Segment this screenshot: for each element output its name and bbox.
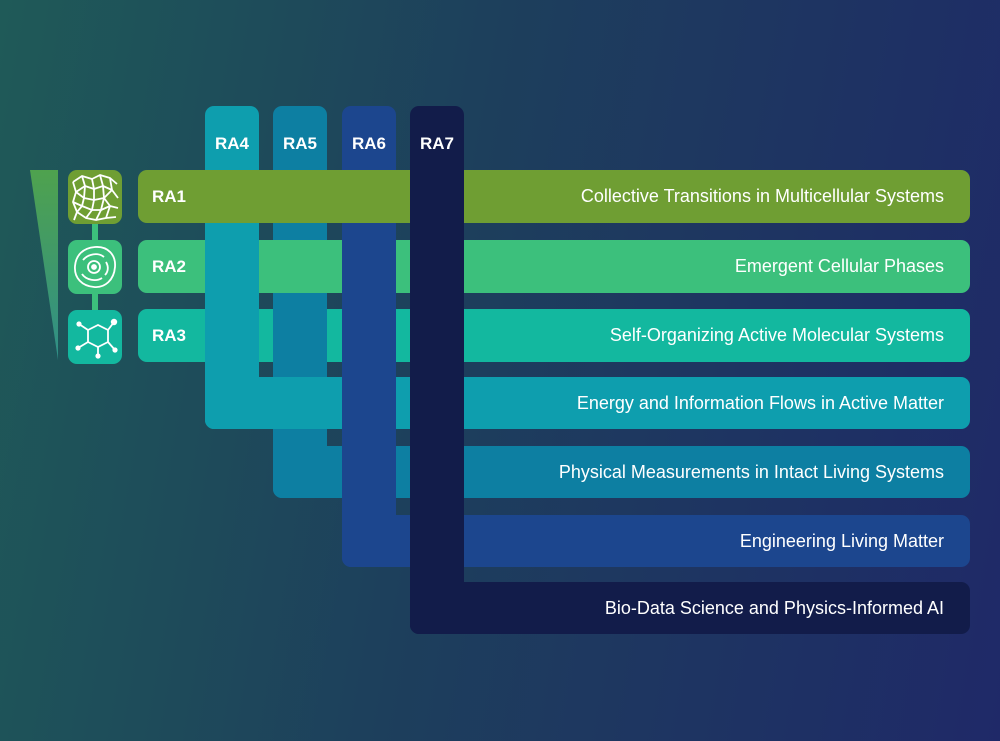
crossing-ra6-ra2 [342, 240, 396, 293]
row-ra1: RA1 Collective Transitions in Multicellu… [138, 170, 970, 223]
crossing-ra4-ra2 [205, 240, 259, 293]
column-code: RA6 [351, 134, 386, 153]
crossing-ra6-ra4 [342, 377, 396, 429]
column-code: RA4 [214, 134, 249, 153]
crossing-ra7-ra4 [410, 377, 464, 429]
icon-connector [92, 222, 98, 240]
crossing-ra7-ra3 [410, 309, 464, 362]
row-ra4: Energy and Information Flows in Active M… [205, 377, 970, 429]
row-code: RA3 [152, 325, 187, 345]
crossing-ra4-ra3 [205, 309, 259, 362]
icon-connector [92, 292, 98, 310]
row-label: Engineering Living Matter [739, 530, 944, 551]
column-code: RA5 [282, 134, 317, 153]
crossing-ra7-ra1 [410, 170, 464, 223]
crossing-ra5-ra3 [273, 309, 327, 362]
row-label: Energy and Information Flows in Active M… [576, 392, 944, 413]
row-ra3: RA3 Self-Organizing Active Molecular Sys… [138, 309, 970, 362]
row-ra2: RA2 Emergent Cellular Phases [138, 240, 970, 293]
row-label: Self-Organizing Active Molecular Systems [609, 325, 944, 345]
cell-icon [68, 240, 122, 294]
crossing-ra7-ra2 [410, 240, 464, 293]
row-label: Bio-Data Science and Physics-Informed AI [604, 597, 944, 618]
row-label: Emergent Cellular Phases [734, 256, 944, 276]
crossing-ra7-ra5 [410, 446, 464, 498]
row-ra7: Bio-Data Science and Physics-Informed AI [410, 582, 970, 634]
crossing-ra6-ra3 [342, 309, 396, 362]
row-code: RA1 [152, 186, 187, 206]
column-ra5: RA5 [273, 106, 327, 498]
row-label: Collective Transitions in Multicellular … [580, 186, 944, 206]
row-code: RA2 [152, 256, 187, 276]
crossing-ra6-ra5 [342, 446, 396, 498]
crossing-ra7-ra6 [410, 515, 464, 567]
scale-wedge [30, 170, 58, 360]
column-code: RA7 [419, 134, 454, 153]
tissue-icon [68, 170, 122, 224]
row-label: Physical Measurements in Intact Living S… [558, 461, 944, 482]
molecule-icon [68, 310, 122, 364]
